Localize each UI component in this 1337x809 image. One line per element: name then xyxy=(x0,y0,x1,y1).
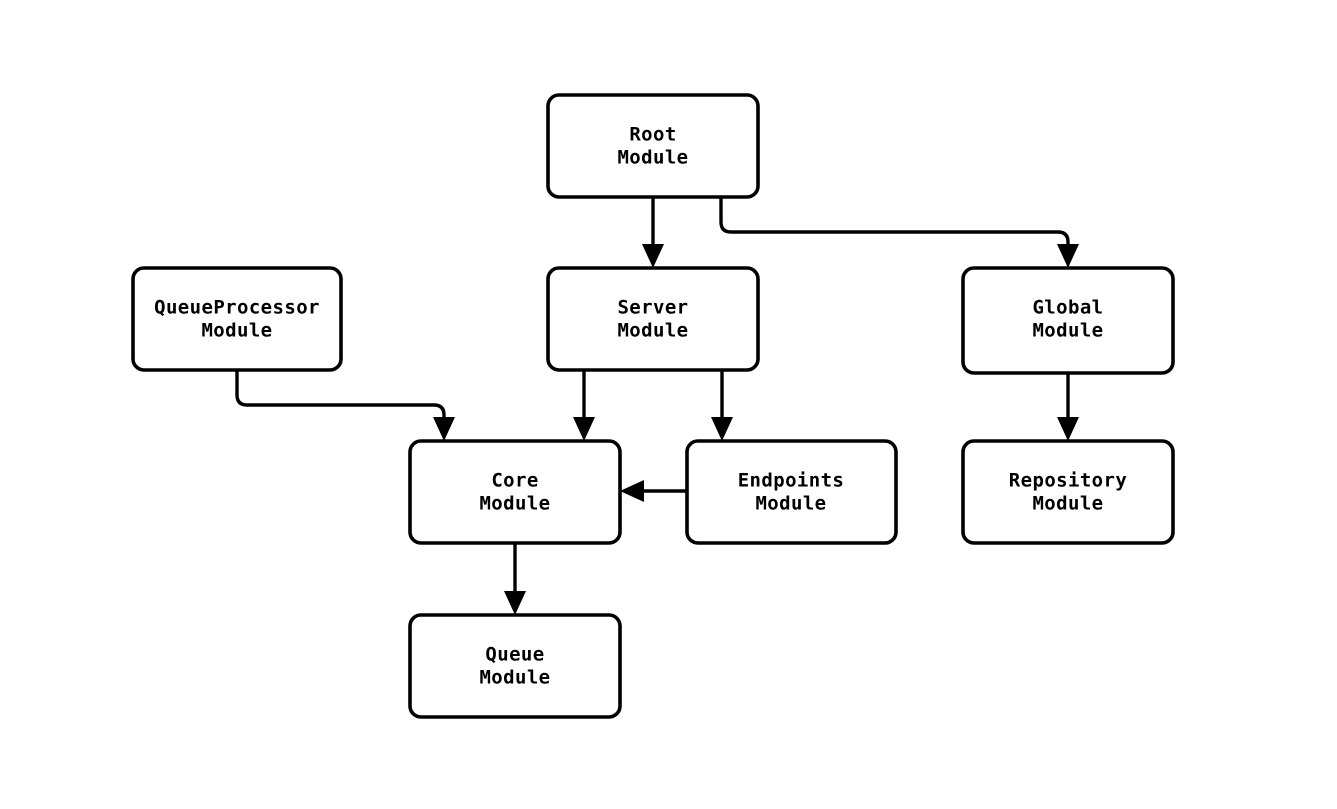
node-endpoints-module[interactable]: Endpoints Module xyxy=(685,439,898,545)
edge-server-to-endpoints-arrowhead xyxy=(711,417,733,441)
node-core-module-label-line2: Module xyxy=(479,493,550,515)
node-global-module[interactable]: Global Module xyxy=(961,266,1175,375)
node-global-module-label-line1: Global xyxy=(1032,297,1103,319)
node-global-module-box[interactable] xyxy=(961,266,1175,375)
edge-global-to-repository xyxy=(1057,373,1079,441)
edge-endpoints-to-core-arrowhead xyxy=(620,480,644,502)
node-global-module-label-line2: Module xyxy=(1032,320,1103,342)
edge-queueprocessor-to-core-arrowhead xyxy=(433,417,455,441)
node-queue-module-label-line1: Queue xyxy=(485,644,544,666)
edge-server-to-core xyxy=(573,370,595,441)
node-server-module-label-line2: Module xyxy=(617,320,688,342)
node-server-module[interactable]: Server Module xyxy=(546,266,760,372)
node-queueprocessor-module-label-line2: Module xyxy=(201,320,272,342)
node-queue-module-label-line2: Module xyxy=(479,667,550,689)
node-root-module-label-line2: Module xyxy=(617,147,688,169)
node-root-module-label-line1: Root xyxy=(629,124,676,146)
node-queueprocessor-module-box[interactable] xyxy=(131,266,343,372)
edge-root-to-global xyxy=(719,197,1079,268)
edge-server-to-core-arrowhead xyxy=(573,417,595,441)
node-repository-module-label-line1: Repository xyxy=(1009,470,1127,492)
node-queueprocessor-module-label-line1: QueueProcessor xyxy=(154,297,320,319)
node-endpoints-module-box[interactable] xyxy=(685,439,898,545)
node-repository-module-box[interactable] xyxy=(961,439,1175,545)
node-queue-module[interactable]: Queue Module xyxy=(408,613,622,719)
node-repository-module-label-line2: Module xyxy=(1032,493,1103,515)
node-root-module[interactable]: Root Module xyxy=(546,93,760,199)
node-queue-module-box[interactable] xyxy=(408,613,622,719)
node-root-module-box[interactable] xyxy=(546,93,760,199)
edge-queueprocessor-to-core xyxy=(235,370,455,441)
edge-core-to-queue xyxy=(504,543,526,615)
edge-root-to-server-arrowhead xyxy=(642,244,664,268)
node-server-module-label-line1: Server xyxy=(617,297,688,319)
edge-root-to-global-arrowhead xyxy=(1057,244,1079,268)
edge-core-to-queue-arrowhead xyxy=(504,591,526,615)
node-endpoints-module-label-line2: Module xyxy=(755,493,826,515)
edge-global-to-repository-arrowhead xyxy=(1057,417,1079,441)
node-core-module-label-line1: Core xyxy=(491,470,538,492)
edge-root-to-server xyxy=(642,197,664,268)
edge-endpoints-to-core xyxy=(620,480,687,502)
edges-layer xyxy=(235,197,1079,615)
node-queueprocessor-module[interactable]: QueueProcessor Module xyxy=(131,266,343,372)
node-repository-module[interactable]: Repository Module xyxy=(961,439,1175,545)
nodes-layer: Root Module QueueProcessor Module Server… xyxy=(131,93,1175,719)
node-server-module-box[interactable] xyxy=(546,266,760,372)
edge-server-to-endpoints xyxy=(711,370,733,441)
node-endpoints-module-label-line1: Endpoints xyxy=(738,470,845,492)
edge-root-to-global-line xyxy=(719,197,1070,248)
node-core-module-box[interactable] xyxy=(408,439,622,545)
edge-queueprocessor-to-core-line xyxy=(235,370,446,421)
node-core-module[interactable]: Core Module xyxy=(408,439,622,545)
